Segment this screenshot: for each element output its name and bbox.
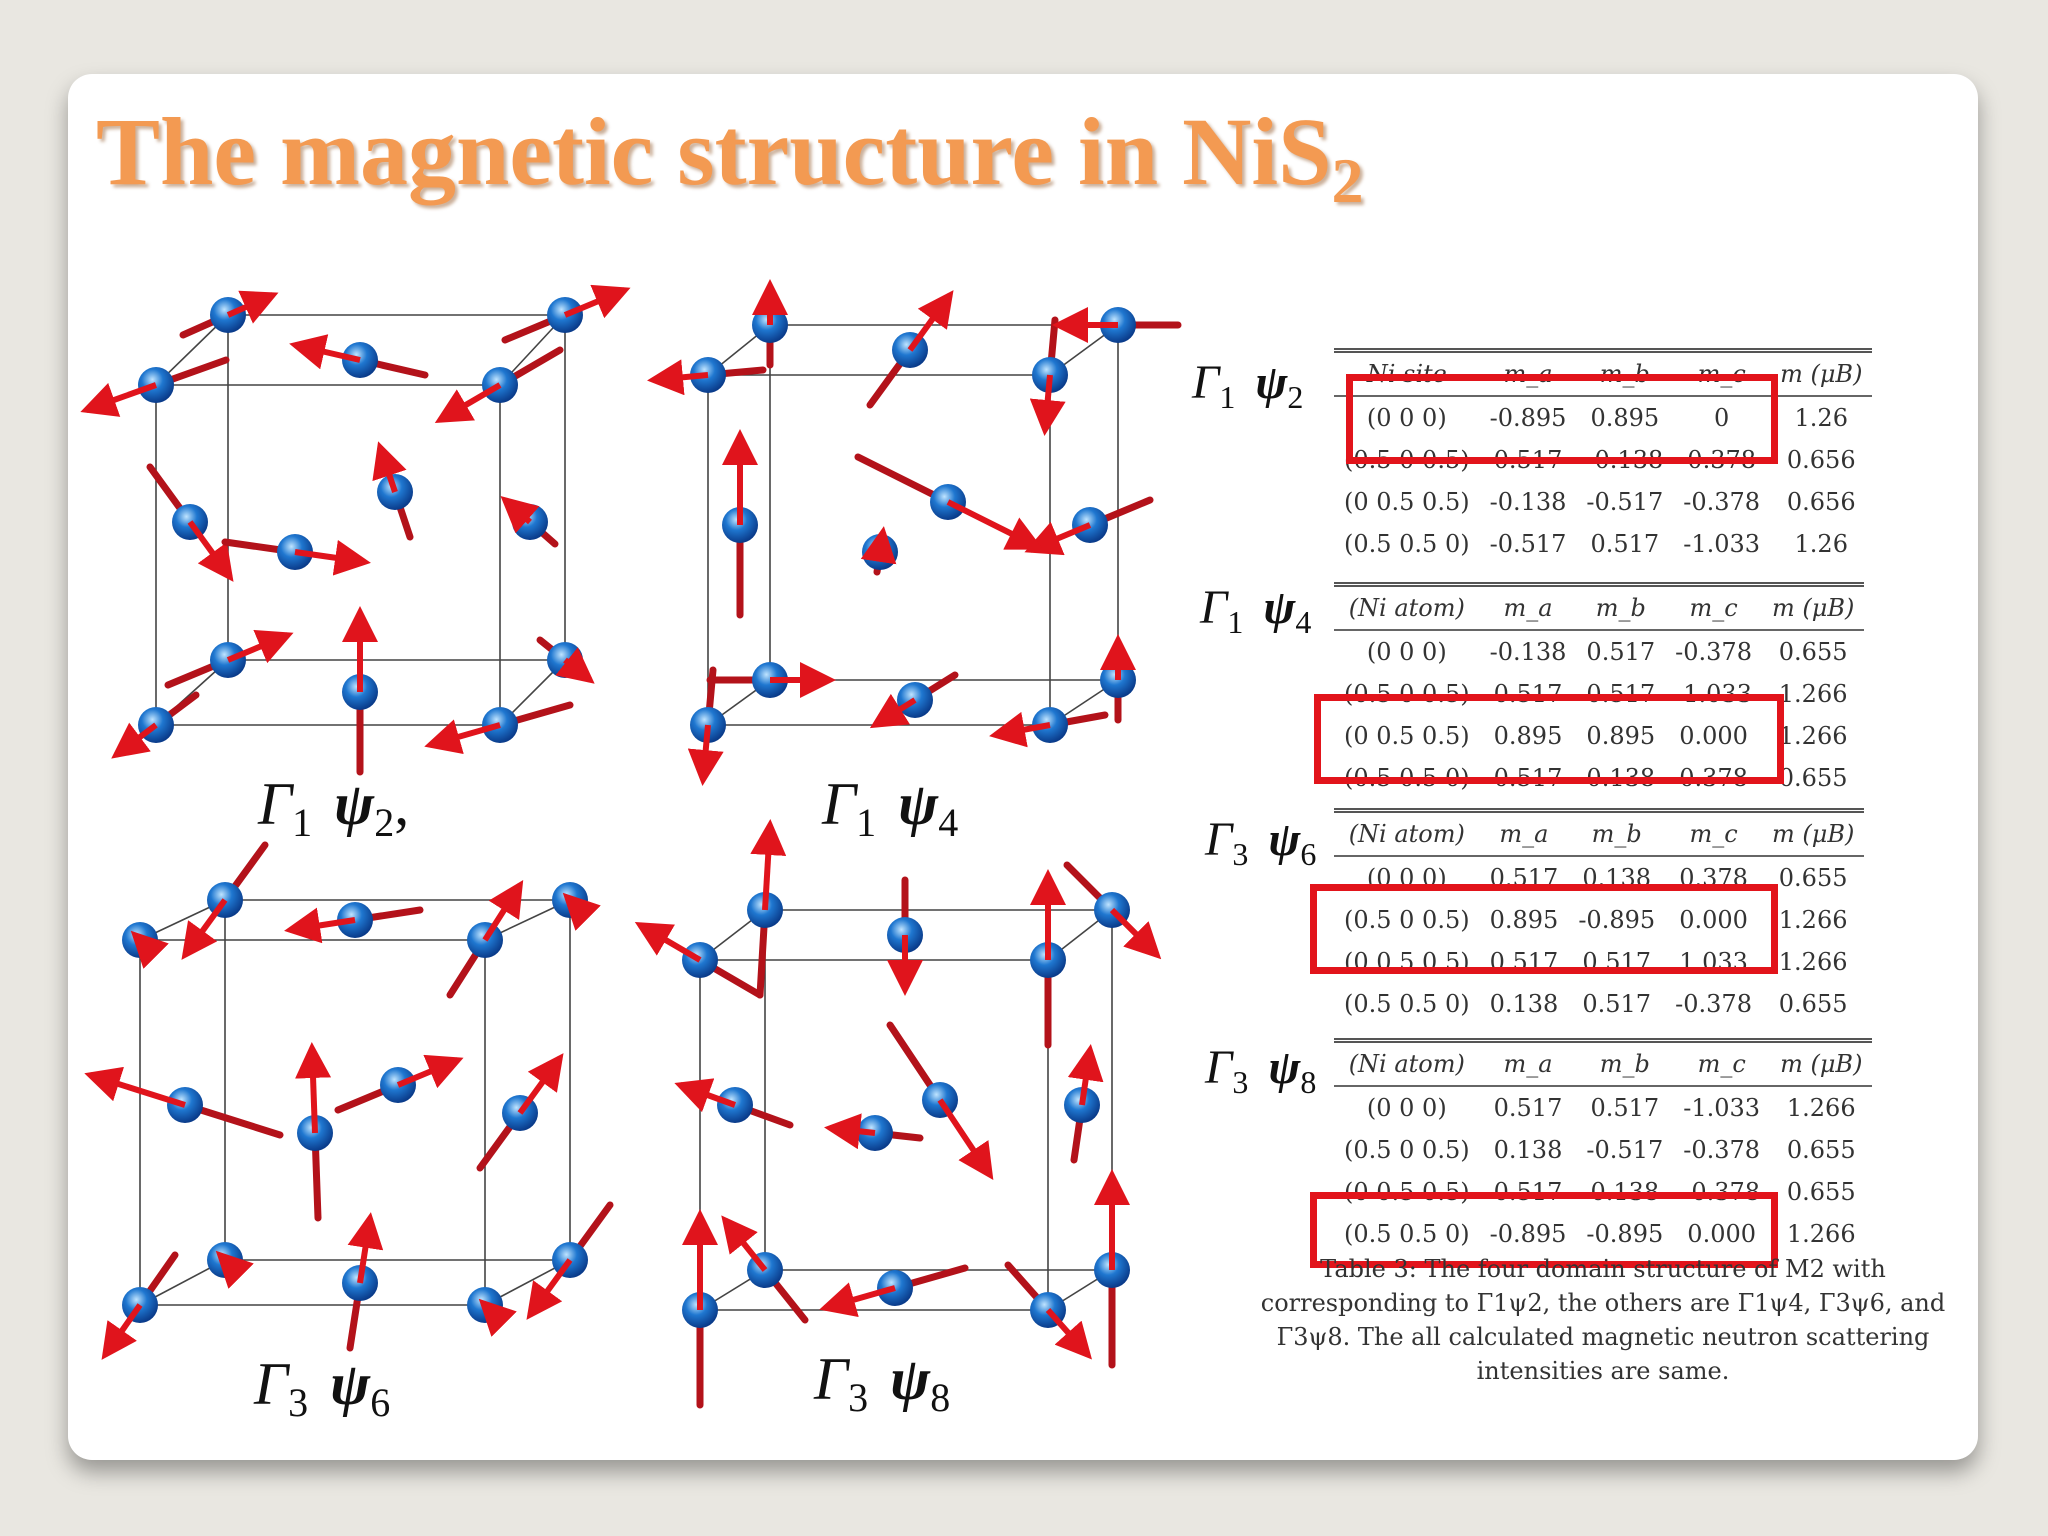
moment-arrow	[750, 819, 787, 911]
moment-arrow	[80, 382, 158, 417]
moment-arrow	[687, 724, 724, 786]
moment-arrow	[1109, 907, 1162, 960]
moment-arrow	[101, 1303, 143, 1360]
moment-arrow	[647, 359, 709, 396]
highlight-box-3	[1310, 884, 1778, 974]
highlight-box-2	[1314, 694, 1784, 784]
moment-arrow	[562, 892, 601, 931]
moment-arrow	[937, 1098, 994, 1180]
moment-arrow	[563, 284, 631, 319]
moment-arrow	[434, 382, 502, 424]
moment-arrow	[424, 719, 501, 755]
moment-arrow	[289, 334, 361, 370]
moment-arrow	[555, 647, 595, 684]
moment-arrow	[824, 1113, 876, 1150]
moment-arrow	[84, 1066, 186, 1108]
moment-arrow	[284, 907, 356, 944]
moment-arrow	[478, 1298, 517, 1337]
moment-arrow	[907, 290, 954, 352]
moment-arrow	[946, 499, 1044, 550]
moment-arrow	[634, 921, 702, 963]
title-subscript: 2	[1331, 145, 1364, 216]
moment-arrow	[674, 1078, 737, 1113]
moment-arrow	[181, 898, 228, 960]
moment-arrow	[396, 1054, 464, 1089]
highlight-box-1	[1346, 374, 1778, 464]
crystal-panel-1	[80, 284, 631, 776]
moment-arrow	[1067, 1044, 1104, 1106]
crystal-panel-2	[647, 279, 1182, 786]
moment-arrow	[1045, 1308, 1092, 1360]
crystal-panel-3	[84, 841, 614, 1360]
crystal-panel-4	[634, 819, 1162, 1409]
moment-arrow	[187, 520, 234, 582]
moment-arrow	[869, 693, 917, 729]
moment-arrow	[130, 930, 169, 969]
moment-arrow	[295, 1042, 332, 1134]
slide-card	[68, 74, 1978, 1460]
moment-arrow	[1029, 374, 1066, 436]
moment-arrow	[226, 290, 279, 324]
moment-arrow	[819, 1282, 896, 1318]
highlight-box-4	[1310, 1192, 1778, 1268]
moment-arrow	[526, 1258, 573, 1320]
moment-arrow	[482, 879, 524, 942]
slide-title: The magnetic structure in NiS2	[96, 96, 1363, 218]
moment-arrow	[215, 1250, 254, 1289]
moment-arrow	[111, 722, 158, 759]
moment-arrow	[500, 496, 540, 534]
moment-arrow	[347, 1212, 384, 1284]
table-caption: Table 3: The four domain structure of M2…	[1260, 1255, 1946, 1385]
moment-arrow	[721, 1215, 768, 1272]
moment-arrow	[989, 711, 1051, 748]
moment-arrow	[372, 441, 407, 493]
title-main: The magnetic structure in NiS	[96, 98, 1332, 205]
moment-arrow	[517, 1053, 564, 1115]
moment-arrow	[860, 526, 897, 565]
moment-arrow	[226, 629, 294, 664]
moment-arrow	[294, 539, 371, 576]
